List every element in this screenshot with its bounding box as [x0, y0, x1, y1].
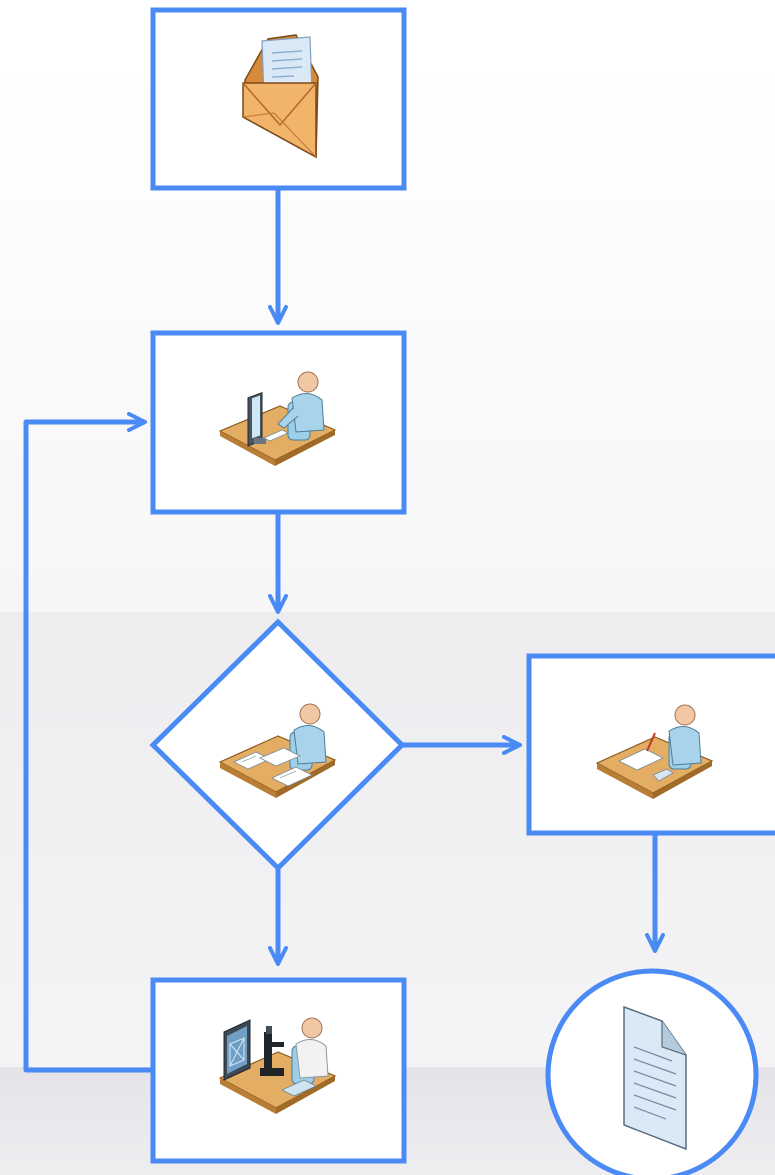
- person-at-computer-icon: [218, 371, 337, 466]
- document-icon: [623, 1005, 687, 1151]
- node-document-review[interactable]: [149, 618, 406, 872]
- node-lab-analysis[interactable]: [150, 977, 407, 1164]
- person-writing-icon: [595, 704, 714, 799]
- node-computer-work[interactable]: [150, 330, 407, 515]
- person-reviewing-papers-icon: [218, 703, 337, 798]
- edge-lab-to-computer[interactable]: [23, 412, 153, 1073]
- node-output-document[interactable]: [545, 968, 759, 1175]
- node-incoming-mail[interactable]: [150, 7, 407, 191]
- person-with-microscope-icon: [218, 1017, 337, 1114]
- node-writing[interactable]: [526, 653, 775, 836]
- open-envelope-icon: [242, 34, 319, 159]
- connectors: [23, 188, 665, 1073]
